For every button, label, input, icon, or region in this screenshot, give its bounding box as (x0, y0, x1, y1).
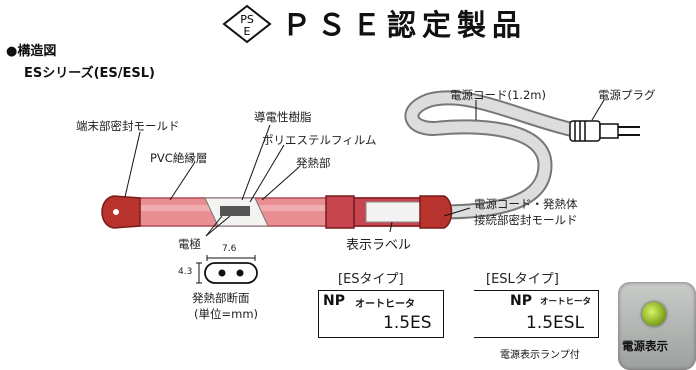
np-logo-esl: NP (510, 293, 532, 309)
heating-element (101, 195, 453, 229)
pse-mark-icon: PS E (222, 4, 272, 44)
label-power-cord: 電源コード(1.2m) (450, 88, 546, 102)
label-joint-mold-1: 電源コード・発熱体 (474, 197, 578, 211)
end-mold (101, 195, 141, 229)
structure-heading: ●構造図 (6, 44, 57, 59)
dim-height: 4.3 (178, 267, 193, 277)
series-heading: ESシリーズ(ES/ESL) (24, 66, 155, 81)
np-product-esl: オートヒータ (540, 297, 592, 307)
np-product: オートヒータ (355, 299, 415, 310)
es-type-heading: [ESタイプ] (338, 272, 404, 287)
cross-section (196, 255, 258, 284)
pse-mark-top: PS (240, 13, 254, 26)
label-electrode: 電極 (178, 237, 201, 251)
label-display-label: 表示ラベル (346, 238, 412, 253)
label-cross-section: 発熱部断面 (192, 291, 250, 305)
power-cord (404, 90, 582, 220)
lamp-label: 電源表示 (622, 339, 668, 353)
pse-mark-bottom: E (244, 25, 251, 38)
dim-width: 7.6 (222, 244, 237, 254)
esl-type-heading: [ESLタイプ] (486, 272, 559, 287)
es-model: 1.5ES (383, 313, 432, 333)
label-pvc-insulation: PVC絶縁層 (150, 151, 208, 165)
power-plug (569, 120, 640, 142)
label-conductive-resin: 導電性樹脂 (254, 110, 312, 124)
label-unit: (単位=mm) (194, 307, 259, 321)
np-logo: NP (323, 293, 345, 309)
esl-note: 電源表示ランプ付 (500, 350, 580, 361)
esl-model: 1.5ESL (526, 313, 585, 333)
esl-type-tag: NP オートヒータ 1.5ESL (474, 290, 599, 338)
label-joint-mold-2: 接続部密封モールド (474, 213, 578, 227)
es-type-tag: NP オートヒータ 1.5ES (318, 290, 444, 338)
label-polyester-film: ポリエステルフィルム (262, 133, 377, 147)
power-lamp-icon (642, 302, 666, 326)
page-title: ＰＳＥ認定製品 (282, 8, 528, 42)
label-end-mold: 端末部密封モールド (76, 119, 180, 133)
label-power-plug: 電源プラグ (598, 88, 656, 102)
label-heating-part: 発熱部 (296, 156, 331, 170)
joint-mold (419, 195, 453, 229)
power-lamp-photo: 電源表示 (618, 282, 696, 370)
